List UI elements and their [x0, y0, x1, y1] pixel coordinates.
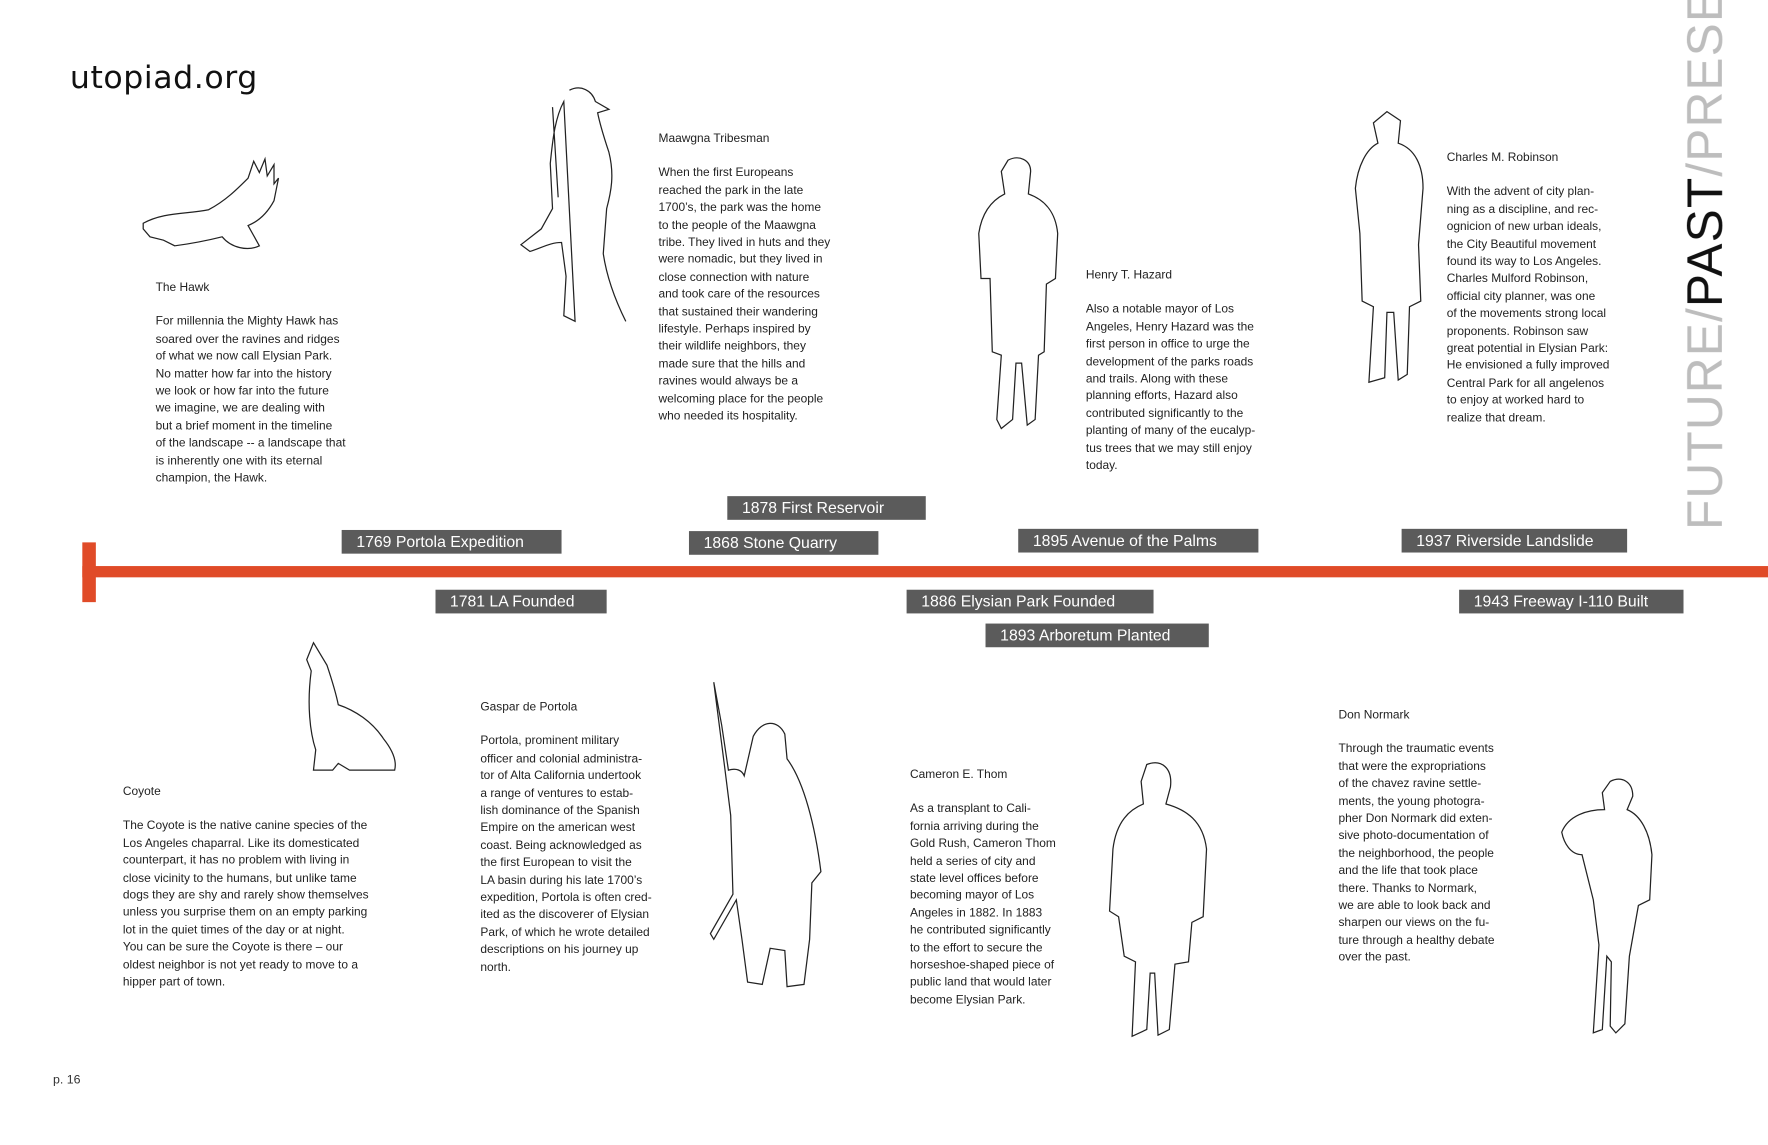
side-title-separator: /: [1677, 307, 1734, 323]
entry-body: For millennia the Mighty Hawk has soared…: [155, 315, 346, 485]
entry-body: Through the traumatic events that were t…: [1338, 742, 1495, 965]
entry-body: Portola, prominent military officer and …: [480, 734, 652, 974]
timeline-event: 1769 Portola Expedition: [341, 529, 562, 554]
timeline-event: 1895 Avenue of the Palms: [1018, 528, 1259, 553]
timeline-event: 1893 Arboretum Planted: [985, 623, 1209, 648]
entry-body: With the advent of city plan- ning as a …: [1446, 185, 1610, 425]
site-logo: utopiad.org: [69, 58, 258, 96]
entry-body: When the first Europeans reached the par…: [658, 166, 831, 423]
tribesman-silhouette-icon: [519, 87, 627, 323]
side-title-future: FUTURE: [1677, 322, 1734, 530]
normark-silhouette-icon: [1561, 778, 1653, 1034]
entry-title: Charles M. Robinson: [1446, 151, 1559, 165]
thom-silhouette-icon: [1108, 762, 1208, 1038]
side-title-present: PRESENT: [1677, 0, 1734, 162]
entry-title: Cameron E. Thom: [909, 767, 1008, 782]
portola-silhouette-icon: [709, 682, 822, 988]
timeline-event: 1937 Riverside Landslide: [1401, 528, 1628, 553]
timeline-event: 1868 Stone Quarry: [688, 531, 879, 555]
hazard-silhouette-icon: [978, 157, 1059, 430]
side-title-past: PAST: [1677, 176, 1734, 308]
entry-title: Coyote: [122, 784, 161, 799]
timeline-event: 1943 Freeway I-110 Built: [1459, 589, 1684, 614]
entry-title: Maawgna Tribesman: [658, 131, 770, 146]
entry-body: As a transplant to Cali- fornia arriving…: [909, 802, 1056, 1007]
timeline-event: 1878 First Reservoir: [727, 496, 926, 520]
timeline-event: 1886 Elysian Park Founded: [906, 589, 1154, 614]
coyote-silhouette-icon: [306, 641, 396, 771]
entry-title: Henry T. Hazard: [1085, 268, 1172, 282]
entry-thom: Cameron E. Thom As a transplant to Cali- …: [910, 767, 1056, 1010]
entry-body: The Coyote is the native canine species …: [122, 819, 369, 989]
entry-title: Gaspar de Portola: [480, 700, 578, 714]
page-number: p. 16: [52, 1073, 81, 1088]
timeline-event: 1781 LA Founded: [435, 589, 607, 614]
side-title-separator: /: [1677, 161, 1734, 177]
entry-title: Don Normark: [1338, 708, 1410, 722]
entry-title: The Hawk: [155, 280, 210, 295]
entry-body: Also a notable mayor of Los Angeles, Hen…: [1085, 302, 1256, 473]
robinson-silhouette-icon: [1354, 110, 1424, 384]
timeline-line: [82, 566, 1768, 578]
side-title: FUTURE/PAST/PRESENT: [1678, 0, 1734, 530]
hawk-silhouette-icon: [142, 156, 280, 250]
